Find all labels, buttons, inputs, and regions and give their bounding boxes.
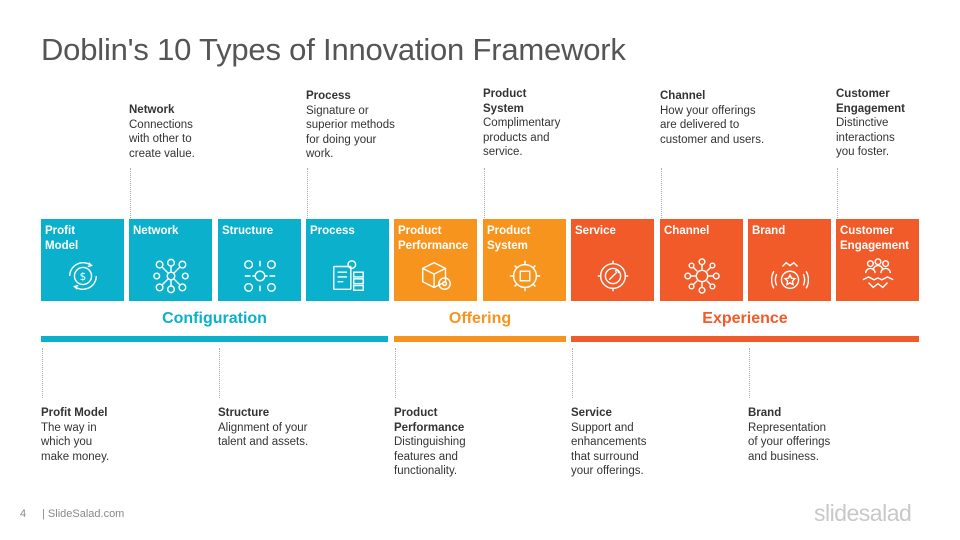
desc-profit-model: Profit Model The way in which you make m… <box>41 406 121 464</box>
desc-brand: Brand Representation of your offerings a… <box>748 406 836 464</box>
desc-text: How your offerings are delivered to cust… <box>660 104 765 146</box>
tile-channel: Channel <box>660 219 743 301</box>
desc-network: Network Connections with other to create… <box>129 103 209 161</box>
desc-product-performance: Product Performance Distinguishing featu… <box>394 406 480 479</box>
tile-customer-engagement: Customer Engagement <box>836 219 919 301</box>
desc-text: The way in which you make money. <box>41 421 110 463</box>
tile-label: Network <box>133 225 179 237</box>
gear-box-icon <box>509 260 541 292</box>
connector-line <box>130 168 131 218</box>
tile-label: Brand <box>752 225 786 237</box>
group-label-configuration: Configuration <box>162 310 267 327</box>
structure-icon <box>244 260 276 292</box>
tile-brand: Brand <box>748 219 831 301</box>
desc-service: Service Support and enhancements that su… <box>571 406 659 479</box>
tile-label: Customer Engagement <box>840 225 910 252</box>
channel-hub-icon <box>684 258 720 294</box>
group-bar-experience <box>571 336 919 342</box>
connector-line <box>837 168 838 218</box>
coin-cycle-icon: $ <box>68 261 98 291</box>
desc-text: Signature or superior methods for doing … <box>306 104 395 161</box>
desc-title: Brand <box>748 407 782 419</box>
group-label-offering: Offering <box>448 310 512 327</box>
page-number: 4 <box>20 508 27 520</box>
desc-product-system: Product System Complimentary products an… <box>483 87 571 160</box>
desc-customer-engagement: Customer Engagement Distinctive interact… <box>836 87 914 160</box>
slidesalad-logo: slidesalad <box>814 500 912 526</box>
network-nodes-icon <box>153 258 189 294</box>
desc-channel: Channel How your offerings are delivered… <box>660 89 766 147</box>
connector-line <box>42 348 43 398</box>
tile-label: Structure <box>222 225 274 237</box>
tile-product-performance: Product Performance <box>394 219 477 301</box>
desc-process: Process Signature or superior methods fo… <box>306 89 406 162</box>
desc-text: Representation of your offerings and bus… <box>748 421 831 463</box>
desc-text: Complimentary products and service. <box>483 117 561 158</box>
connector-line <box>395 348 396 398</box>
group-bar-offering <box>394 336 566 342</box>
group-label-experience: Experience <box>702 310 788 327</box>
desc-text: Distinctive interactions you foster. <box>836 117 895 158</box>
desc-title: Channel <box>660 90 706 102</box>
slide-title: Doblin's 10 Types of Innovation Framewor… <box>41 32 626 67</box>
connector-line <box>572 348 573 398</box>
desc-title: Product System <box>483 88 527 115</box>
svg-text:$: $ <box>80 271 87 283</box>
desc-text: Distinguishing features and functionalit… <box>394 436 466 477</box>
tile-label: Product Performance <box>398 225 469 252</box>
brand-badge-icon <box>771 261 809 290</box>
connector-line <box>307 168 308 218</box>
desc-title: Customer Engagement <box>836 88 906 115</box>
tile-process: Process <box>306 219 389 301</box>
tile-service: Service <box>571 219 654 301</box>
group-bar-configuration <box>41 336 388 342</box>
tile-product-system: Product System <box>483 219 566 301</box>
tile-label: Profit Model <box>45 225 79 252</box>
tile-structure: Structure <box>218 219 301 301</box>
desc-structure: Structure Alignment of your talent and a… <box>218 406 310 450</box>
tile-network: Network <box>129 219 212 301</box>
desc-text: Connections with other to create value. <box>129 118 195 160</box>
connector-line <box>749 348 750 398</box>
tile-label: Service <box>575 225 616 237</box>
connector-line <box>219 348 220 398</box>
desc-title: Structure <box>218 407 270 419</box>
tile-profit-model: Profit Model $ <box>41 219 124 301</box>
handshake-icon <box>862 258 894 289</box>
desc-text: Alignment of your talent and assets. <box>218 421 309 449</box>
connector-line <box>661 168 662 218</box>
tile-label: Channel <box>664 225 710 237</box>
service-gear-icon <box>597 260 629 292</box>
desc-text: Support and enhancements that surround y… <box>571 421 647 478</box>
process-document-icon <box>333 260 364 291</box>
desc-title: Product Performance <box>394 407 465 434</box>
desc-title: Profit Model <box>41 407 108 419</box>
tile-label: Product System <box>487 225 531 252</box>
desc-title: Process <box>306 90 351 102</box>
desc-title: Service <box>571 407 612 419</box>
desc-title: Network <box>129 104 175 116</box>
tile-label: Process <box>310 225 355 237</box>
connector-line <box>484 168 485 218</box>
box-gear-icon <box>421 261 451 291</box>
footer-site: | SlideSalad.com <box>42 508 125 520</box>
